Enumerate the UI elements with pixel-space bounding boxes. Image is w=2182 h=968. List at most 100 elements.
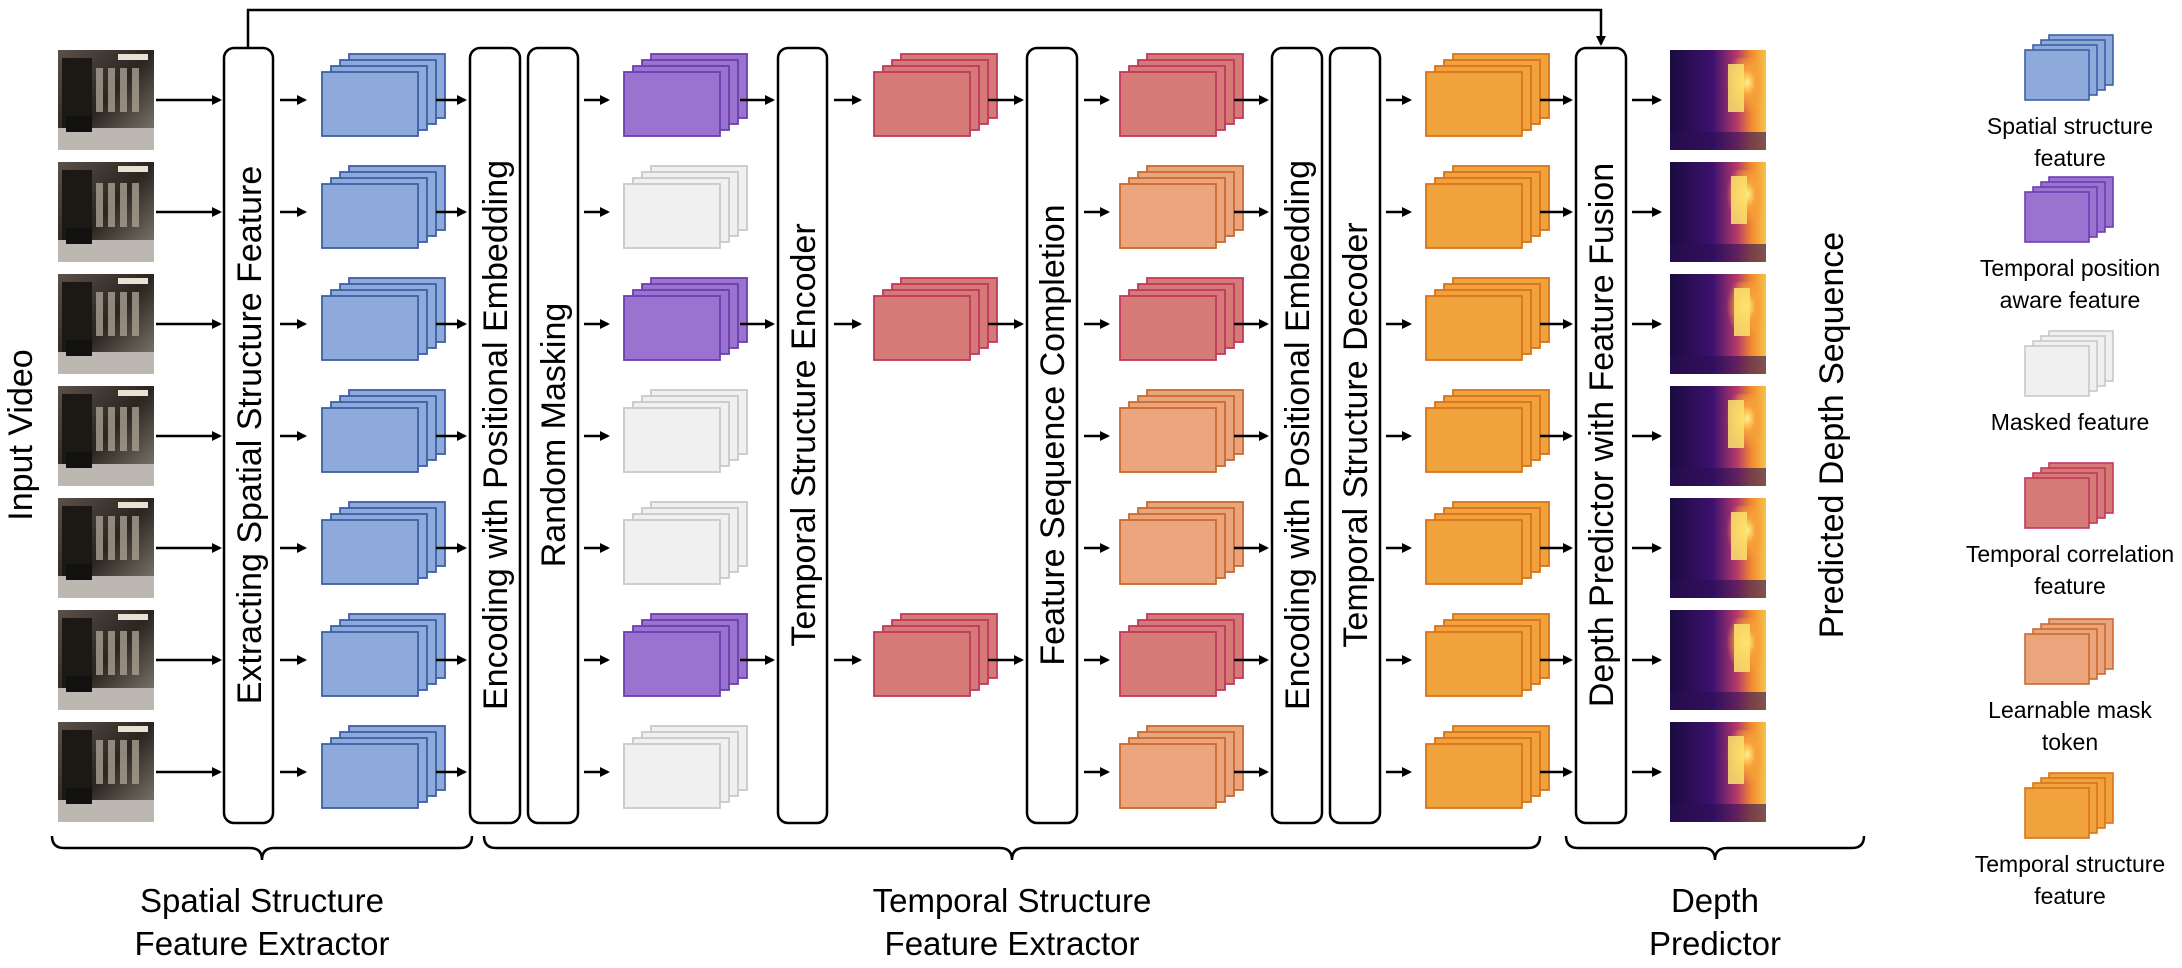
temporal-correlation-feature-stack: [873, 277, 998, 361]
legend-label: feature: [2034, 883, 2106, 909]
position-aware-feature-stack: [623, 613, 748, 697]
spatial-extractor-label: Extracting Spatial Structure Feature: [231, 166, 269, 705]
random-masking-label: Random Masking: [535, 303, 573, 568]
temporal-structure-feature-stack: [1425, 613, 1550, 697]
masked-feature-stack: [623, 165, 748, 249]
mask-token-stack: [1119, 501, 1244, 585]
depth-predictor-label: Depth Predictor with Feature Fusion: [1583, 163, 1621, 707]
position-aware-feature-stack: [623, 277, 748, 361]
temporal-correlation-feature-stack: [873, 53, 998, 137]
temporal-group-label-line1: Temporal Structure: [873, 882, 1152, 919]
legend-label: aware feature: [2000, 287, 2141, 313]
legend-item: Masked feature: [1991, 330, 2150, 435]
temporal-encoder-label: Temporal Structure Encoder: [785, 223, 823, 646]
legend-label: Spatial structure: [1987, 113, 2153, 139]
video-frame-thumbnail: [58, 722, 154, 822]
positional-encoding-1-label: Encoding with Positional Embedding: [477, 160, 515, 710]
depth-map-thumbnail: [1670, 498, 1766, 598]
legend-label: Temporal position: [1980, 255, 2160, 281]
masked-feature-stack: [623, 725, 748, 809]
mask-token-stack: [1119, 725, 1244, 809]
legend-label: Masked feature: [1991, 409, 2150, 435]
depth-map-thumbnail: [1670, 386, 1766, 486]
sequence-completion-box: [1025, 46, 1079, 825]
legend-swatch: [2024, 49, 2090, 101]
legend-label: Temporal correlation: [1966, 541, 2174, 567]
masked-feature-stack: [623, 389, 748, 473]
legend-item: Learnable mask token: [1988, 618, 2152, 755]
position-aware-feature-stack: [623, 53, 748, 137]
spatial-group-brace: [50, 835, 474, 861]
pipeline-row: [58, 722, 1766, 822]
skip-connection-arrow: [246, 8, 1606, 48]
video-frame-thumbnail: [58, 498, 154, 598]
pipeline-row: [58, 50, 1766, 150]
depth-group-label-line1: Depth: [1671, 882, 1759, 919]
sequence-completion-label: Feature Sequence Completion: [1034, 204, 1072, 665]
pipeline-row: [58, 162, 1766, 262]
spatial-feature-stack: [321, 53, 446, 137]
depth-group-brace: [1564, 835, 1866, 861]
spatial-feature-stack: [321, 165, 446, 249]
pipeline-row: [58, 386, 1766, 486]
temporal-structure-feature-stack: [1425, 165, 1550, 249]
temporal-group-label-line2: Feature Extractor: [885, 925, 1140, 962]
spatial-group-label-line2: Feature Extractor: [135, 925, 390, 962]
temporal-structure-feature-stack: [1425, 725, 1550, 809]
legend-swatch: [2024, 787, 2090, 839]
spatial-feature-stack: [321, 501, 446, 585]
positional-encoding-2-label: Encoding with Positional Embedding: [1279, 160, 1317, 710]
positional-encoding-2-box: [1270, 46, 1324, 825]
legend-label: feature: [2034, 573, 2106, 599]
video-frame-thumbnail: [58, 610, 154, 710]
positional-encoding-1-box: [468, 46, 522, 825]
temporal-correlation-feature-stack: [1119, 613, 1244, 697]
predicted-depth-sequence-label: Predicted Depth Sequence: [1813, 232, 1851, 638]
temporal-structure-feature-stack: [1425, 389, 1550, 473]
temporal-decoder-box: [1328, 46, 1382, 825]
depth-map-thumbnail: [1670, 610, 1766, 710]
depth-group-label-line2: Predictor: [1649, 925, 1781, 962]
spatial-feature-stack: [321, 725, 446, 809]
temporal-structure-feature-stack: [1425, 277, 1550, 361]
temporal-decoder-label: Temporal Structure Decoder: [1337, 222, 1375, 647]
legend-label: Temporal structure: [1975, 851, 2165, 877]
pipeline-row: [58, 274, 1766, 374]
depth-map-thumbnail: [1670, 274, 1766, 374]
legend-item: Temporal position aware feature: [1980, 176, 2160, 313]
spatial-feature-stack: [321, 277, 446, 361]
legend-label: Learnable mask: [1988, 697, 2152, 723]
depth-map-thumbnail: [1670, 50, 1766, 150]
temporal-group-brace: [482, 835, 1542, 861]
video-frame-thumbnail: [58, 386, 154, 486]
depth-predictor-box: [1574, 46, 1628, 825]
legend-item: Spatial structure feature: [1987, 34, 2153, 171]
legend-label: feature: [2034, 145, 2106, 171]
temporal-structure-feature-stack: [1425, 501, 1550, 585]
legend-swatch: [2024, 633, 2090, 685]
temporal-correlation-feature-stack: [1119, 277, 1244, 361]
legend-swatch: [2024, 191, 2090, 243]
temporal-encoder-box: [776, 46, 829, 825]
spatial-group-label-line1: Spatial Structure: [140, 882, 384, 919]
legend-label: token: [2042, 729, 2098, 755]
legend-item: Temporal structure feature: [1975, 772, 2165, 909]
temporal-structure-feature-stack: [1425, 53, 1550, 137]
random-masking-box: [526, 46, 580, 825]
pipeline-row: [58, 498, 1766, 598]
mask-token-stack: [1119, 165, 1244, 249]
mask-token-stack: [1119, 389, 1244, 473]
temporal-correlation-feature-stack: [873, 613, 998, 697]
input-video-label: Input Video: [2, 349, 40, 520]
temporal-correlation-feature-stack: [1119, 53, 1244, 137]
video-frame-thumbnail: [58, 274, 154, 374]
depth-map-thumbnail: [1670, 722, 1766, 822]
video-frame-thumbnail: [58, 162, 154, 262]
video-frame-thumbnail: [58, 50, 154, 150]
pipeline-row: [58, 610, 1766, 710]
depth-map-thumbnail: [1670, 162, 1766, 262]
legend-swatch: [2024, 477, 2090, 529]
legend-item: Temporal correlation feature: [1966, 462, 2174, 599]
